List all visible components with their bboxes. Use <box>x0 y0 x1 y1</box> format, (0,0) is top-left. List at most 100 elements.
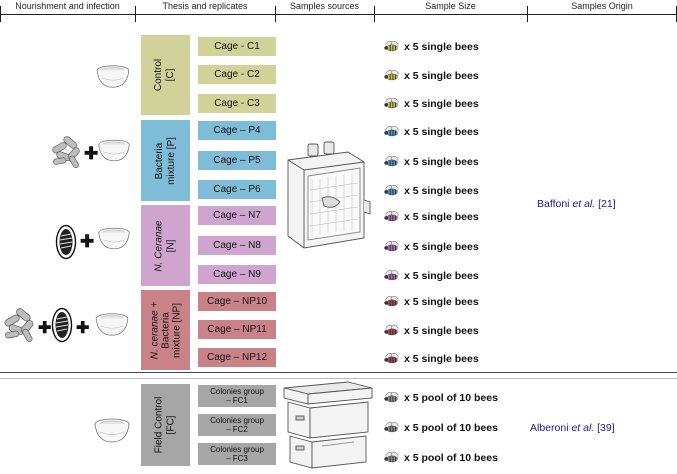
sample-size-text: x 5 single bees <box>404 270 479 282</box>
plus-icon: ✚ <box>76 320 90 337</box>
cage-fc3: Colonies group– FC3 <box>198 443 276 465</box>
bee-icon <box>383 69 401 83</box>
bee-icon <box>383 125 401 139</box>
bee-icon <box>383 210 401 224</box>
sample-size-text: x 5 single bees <box>404 70 479 82</box>
group-nosema: N. Ceranae[N] <box>141 205 190 286</box>
origin-etal: et al. <box>572 198 596 210</box>
sample-size-text: x 5 pool of 10 bees <box>404 452 498 464</box>
cage-label-line: Colonies group <box>210 445 264 454</box>
bacteria-icon <box>2 308 38 342</box>
sample-size-text: x 5 pool of 10 bees <box>404 422 498 434</box>
nosema-spore-icon <box>55 224 77 260</box>
origin-ref: [39] <box>597 422 615 434</box>
cage-fc2: Colonies group– FC2 <box>198 414 276 436</box>
bee-icon <box>383 155 401 169</box>
bee-icon <box>383 40 401 54</box>
group-label-line: mixture [P] <box>165 136 177 185</box>
sample-size-row: x 5 single bees <box>383 209 479 225</box>
sample-size-row: x 5 single bees <box>383 323 479 339</box>
cage-n9: Cage – N9 <box>198 265 276 284</box>
origin-alberoni: Alberoni et al. [39] <box>530 422 615 434</box>
sample-size-row: x 5 single bees <box>383 183 479 199</box>
feeder-bowl-icon <box>94 62 132 90</box>
bee-icon <box>383 352 401 366</box>
bee-icon <box>383 184 401 198</box>
group-label-line: Bacteria <box>160 311 172 349</box>
bacteria-icon <box>50 136 84 168</box>
cage-label-line: – FC2 <box>226 425 248 434</box>
header-rule <box>0 14 677 15</box>
sample-size-row: x 5 single bees <box>383 96 479 112</box>
bee-icon <box>383 295 401 309</box>
bee-icon <box>383 421 401 435</box>
cage-c2: Cage - C2 <box>198 65 276 84</box>
header-tick <box>0 6 1 22</box>
sample-size-row: x 5 single bees <box>383 294 479 310</box>
sample-size-text: x 5 pool of 10 bees <box>404 392 498 404</box>
sample-size-row: x 5 single bees <box>383 154 479 170</box>
sample-size-text: x 5 single bees <box>404 41 479 53</box>
bee-icon <box>383 324 401 338</box>
sample-size-text: x 5 single bees <box>404 241 479 253</box>
cage-n8: Cage – N8 <box>198 236 276 255</box>
cage-np12: Cage – NP12 <box>198 348 276 367</box>
cage-label-line: – FC3 <box>226 454 248 463</box>
nosema-spore-icon <box>51 306 73 344</box>
group-control: Control[C] <box>141 35 190 115</box>
header-origin: Samples Origin <box>571 1 633 11</box>
feeder-bowl-icon <box>92 415 132 445</box>
cage-fc1: Colonies group– FC1 <box>198 385 276 407</box>
section-divider <box>0 372 677 373</box>
sample-size-row: x 5 single bees <box>383 124 479 140</box>
bee-icon <box>383 391 401 405</box>
sample-size-row: x 5 pool of 10 bees <box>383 450 498 466</box>
sample-size-text: x 5 single bees <box>404 211 479 223</box>
sample-size-row: x 5 single bees <box>383 268 479 284</box>
sample-size-text: x 5 single bees <box>404 353 479 365</box>
sample-size-row: x 5 pool of 10 bees <box>383 390 498 406</box>
cage-n7: Cage – N7 <box>198 206 276 225</box>
group-field-control: Field Control[FC] <box>141 384 190 466</box>
sample-size-text: x 5 single bees <box>404 296 479 308</box>
cage-np10: Cage – NP10 <box>198 292 276 311</box>
plus-icon: ✚ <box>80 232 95 251</box>
group-label-line: N. ceranae + <box>149 301 161 359</box>
group-label-line: Field Control <box>153 396 165 454</box>
header-nourishment: Nourishment and infection <box>15 1 120 11</box>
feeder-bowl-icon <box>96 224 132 252</box>
origin-baffoni: Baffoni et al. [21] <box>537 198 616 210</box>
origin-ref: [21] <box>598 198 616 210</box>
sample-size-row: x 5 single bees <box>383 68 479 84</box>
feeder-bowl-icon <box>96 136 132 164</box>
sample-size-row: x 5 single bees <box>383 351 479 367</box>
bee-icon <box>383 451 401 465</box>
plus-icon: ✚ <box>84 144 99 163</box>
feeder-bowl-icon <box>93 310 131 338</box>
bee-icon <box>383 97 401 111</box>
header-tick <box>374 6 375 22</box>
section-divider <box>0 378 677 379</box>
sample-size-text: x 5 single bees <box>404 325 479 337</box>
plus-icon: ✚ <box>38 320 52 337</box>
origin-etal: et al. <box>571 422 595 434</box>
group-label-line: [C] <box>165 68 177 82</box>
group-label-line: Control <box>153 58 165 92</box>
sample-size-row: x 5 single bees <box>383 239 479 255</box>
group-label-line: N. Ceranae <box>153 219 165 272</box>
header-tick <box>135 6 136 22</box>
group-label-line: [FC] <box>165 415 177 435</box>
header-tick <box>527 6 528 22</box>
cage-c1: Cage - C1 <box>198 37 276 56</box>
cage-box-icon <box>287 141 371 249</box>
cage-p4: Cage – P4 <box>198 121 276 140</box>
group-label-line: mixture [NP] <box>171 302 183 358</box>
header-sources: Samples sources <box>289 1 360 11</box>
header-tick <box>275 6 276 22</box>
cage-c3: Cage - C3 <box>198 94 276 113</box>
cage-p5: Cage – P5 <box>198 151 276 170</box>
bee-icon <box>383 240 401 254</box>
sample-size-text: x 5 single bees <box>404 156 479 168</box>
header-size: Sample Size <box>425 1 476 11</box>
